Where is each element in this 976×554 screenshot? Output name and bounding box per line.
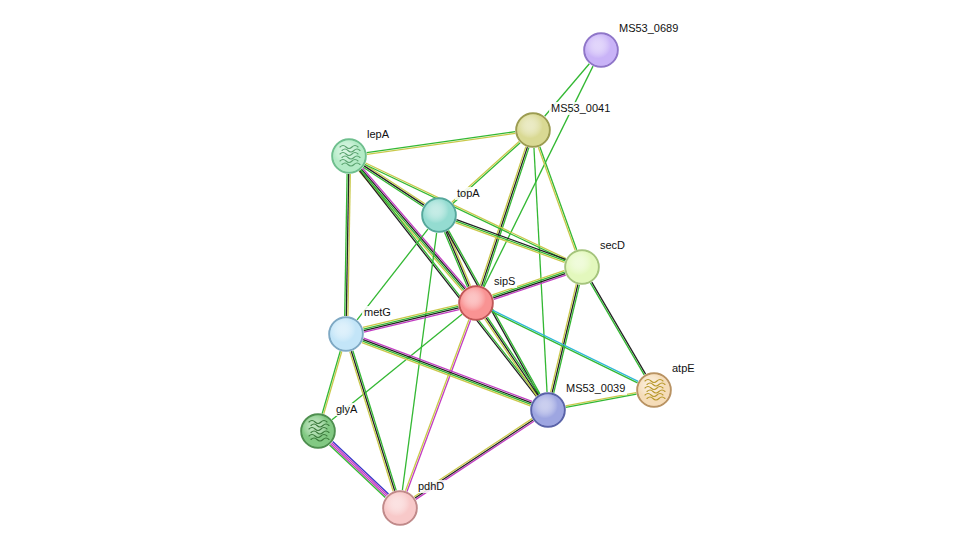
evidence-line (445, 232, 468, 287)
evidence-line (540, 147, 577, 250)
protein-node: MS53_0689 (583, 32, 619, 68)
interaction-edge (590, 282, 645, 375)
evidence-line (361, 170, 538, 396)
evidence-line (446, 232, 469, 287)
node-label: MS53_0039 (564, 382, 627, 395)
node-circle (564, 249, 600, 285)
evidence-line (331, 444, 387, 496)
evidence-line (363, 305, 458, 328)
evidence-line (493, 310, 639, 381)
node-label: sipS (492, 275, 517, 288)
evidence-line (329, 445, 385, 497)
evidence-line (364, 338, 532, 401)
interaction-edge (492, 310, 638, 383)
interaction-edge (455, 220, 565, 263)
node-label: atpE (670, 362, 697, 375)
interaction-edge (414, 419, 534, 500)
evidence-line (590, 283, 644, 375)
evidence-line (492, 312, 638, 383)
node-label: MS53_0689 (617, 22, 680, 35)
node-label: topA (455, 187, 482, 200)
evidence-line (456, 221, 565, 261)
evidence-line (357, 229, 428, 320)
evidence-line (551, 284, 577, 392)
evidence-line (414, 419, 532, 497)
evidence-line (483, 148, 529, 287)
interaction-edge (362, 338, 532, 406)
protein-node: secD (564, 249, 600, 285)
evidence-line (363, 168, 466, 288)
evidence-line (333, 442, 389, 494)
interaction-edge (480, 147, 529, 287)
evidence-line (482, 147, 528, 286)
node-circle (636, 372, 672, 408)
node-label: lepA (365, 128, 391, 141)
evidence-line (415, 420, 533, 498)
evidence-line (363, 341, 531, 404)
evidence-line (416, 421, 534, 499)
node-circle (530, 392, 566, 428)
protein-node: metG (328, 316, 364, 352)
evidence-line (592, 282, 646, 374)
evidence-line (455, 223, 564, 263)
evidence-line (492, 271, 564, 295)
node-circle (382, 490, 418, 526)
evidence-line (361, 169, 464, 289)
evidence-line (480, 147, 526, 286)
node-circle (421, 197, 457, 233)
evidence-line (332, 443, 388, 495)
evidence-line (566, 394, 637, 407)
evidence-line (406, 320, 469, 491)
evidence-line (554, 285, 580, 393)
interaction-edge (345, 174, 351, 316)
evidence-line (493, 272, 565, 296)
evidence-line (345, 174, 347, 316)
node-circle (328, 316, 364, 352)
protein-node: lepA (331, 138, 367, 174)
evidence-line (447, 231, 538, 395)
node-circle (300, 413, 336, 449)
protein-node: MS53_0041 (515, 112, 551, 148)
node-label: glyA (334, 403, 359, 416)
interaction-edge (492, 271, 565, 300)
protein-node: MS53_0039 (530, 392, 566, 428)
interaction-edge (551, 284, 580, 393)
node-circle (515, 112, 551, 148)
node-label: pdhD (416, 480, 446, 493)
evidence-line (552, 285, 578, 393)
evidence-line (456, 220, 565, 260)
evidence-line (486, 318, 538, 395)
protein-node: glyA (300, 413, 336, 449)
node-label: metG (362, 306, 393, 319)
node-circle (331, 138, 367, 174)
node-label: MS53_0041 (549, 102, 612, 115)
protein-node: sipS (458, 285, 494, 321)
interaction-edge (445, 231, 471, 287)
protein-node: pdhD (382, 490, 418, 526)
interaction-edge (538, 147, 576, 251)
interaction-edge (534, 148, 547, 392)
interaction-edge (359, 168, 466, 291)
node-label: secD (598, 239, 627, 252)
evidence-line (534, 148, 547, 392)
protein-node: topA (421, 197, 457, 233)
interaction-edge (357, 229, 428, 320)
node-circle (458, 285, 494, 321)
evidence-line (362, 343, 530, 406)
protein-node: atpE (636, 372, 672, 408)
interaction-edge (329, 442, 388, 498)
evidence-line (452, 141, 519, 202)
evidence-line (538, 147, 575, 250)
node-circle (583, 32, 619, 68)
evidence-line (363, 340, 531, 403)
